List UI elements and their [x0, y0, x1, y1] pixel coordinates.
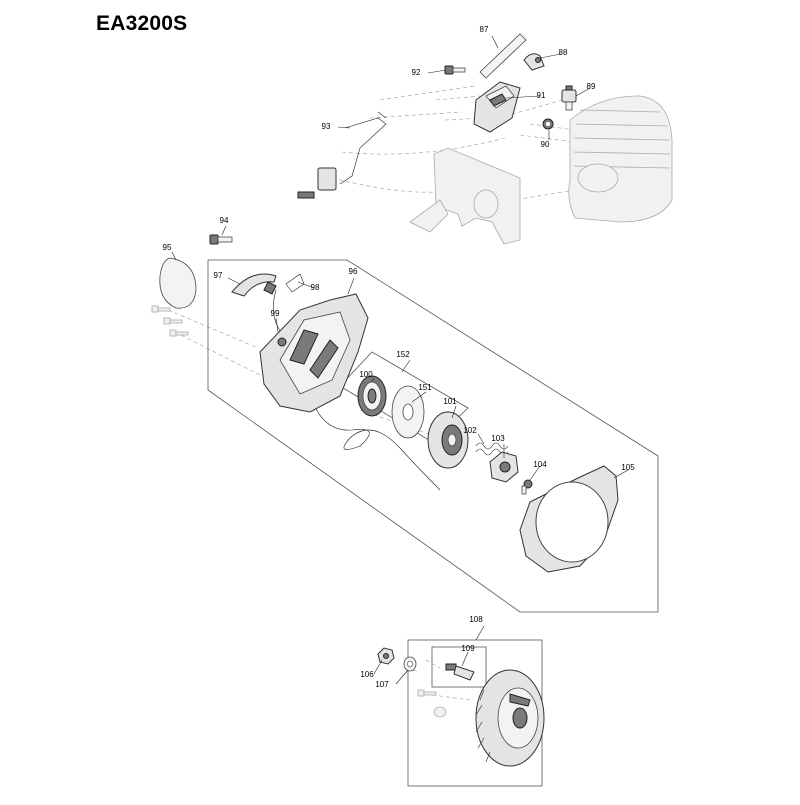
spring-plate [391, 385, 425, 439]
part-label-107: 107 [375, 680, 389, 689]
callout-labels: 87 88 89 90 91 92 93 94 95 96 97 98 99 100 101 102 103 10… [163, 25, 636, 689]
leader-line-101 [451, 405, 457, 419]
part-label-98: 98 [311, 283, 320, 292]
cylinder [568, 95, 673, 223]
leader-line-87 [491, 35, 499, 49]
reel-cap [489, 451, 519, 483]
part-label-87: 87 [480, 25, 489, 34]
starter-housing [259, 293, 369, 413]
callout-leaders [171, 35, 629, 685]
part-label-108: 108 [469, 615, 483, 624]
part-label-99: 99 [271, 309, 280, 318]
leader-line-109 [461, 651, 469, 667]
leader-line-102 [477, 433, 485, 445]
leader-line-106 [373, 659, 383, 675]
part-label-106: 106 [360, 670, 374, 679]
leader-line-99 [275, 317, 279, 333]
leader-line-104 [529, 465, 541, 481]
recoil-starter-group-box [207, 259, 659, 613]
flywheel-nut [377, 647, 395, 665]
throttle-linkage [297, 111, 387, 199]
part-label-100: 100 [359, 370, 373, 379]
part-label-90: 90 [541, 140, 550, 149]
flywheel-key [445, 663, 475, 681]
part-label-105: 105 [621, 463, 635, 472]
part-label-89: 89 [587, 82, 596, 91]
part-label-94: 94 [220, 216, 229, 225]
leader-line-107 [395, 669, 409, 685]
bolt-94 [209, 234, 233, 245]
leader-line-97 [227, 277, 241, 285]
rope-reel [427, 411, 469, 469]
recoil-spring [357, 375, 387, 417]
leader-line-93 [337, 126, 351, 129]
leader-line-88 [539, 53, 562, 59]
leader-line-89 [575, 87, 591, 97]
leader-line-94 [221, 225, 227, 236]
leader-line-108 [475, 625, 485, 641]
support-bracket [433, 147, 521, 245]
tube [479, 33, 527, 79]
flywheel-key-box [431, 646, 487, 688]
leader-line-95 [171, 251, 177, 261]
lever [409, 199, 449, 233]
part-label-151: 151 [418, 383, 432, 392]
model-title: EA3200S [96, 12, 188, 35]
leader-line-98 [297, 281, 315, 289]
leader-line-151 [411, 391, 427, 403]
bolt-92 [444, 65, 466, 75]
part-label-104: 104 [533, 460, 547, 469]
leader-line-91 [505, 95, 541, 99]
part-label-93: 93 [322, 122, 331, 131]
part-label-91: 91 [537, 91, 546, 100]
gasket [159, 257, 197, 309]
screw-104 [521, 479, 533, 495]
fan-cover [519, 465, 619, 573]
flywheel-washer [403, 656, 417, 672]
starter-handle [231, 273, 277, 297]
flywheel [475, 669, 545, 767]
part-label-103: 103 [491, 434, 505, 443]
part-label-102: 102 [463, 426, 477, 435]
clip-88 [523, 53, 545, 71]
leader-line-100 [371, 377, 375, 383]
flywheel-bolt [417, 689, 447, 718]
leader-line-92 [427, 69, 447, 74]
part-label-95: 95 [163, 243, 172, 252]
part-label-96: 96 [349, 267, 358, 276]
leader-line-152 [401, 359, 411, 373]
screws [151, 305, 189, 337]
nut-90 [542, 118, 554, 130]
part-label-109: 109 [461, 644, 475, 653]
leader-line-105 [613, 469, 629, 479]
part-label-88: 88 [559, 48, 568, 57]
part-label-152: 152 [396, 350, 410, 359]
part-label-97: 97 [214, 271, 223, 280]
part-label-101: 101 [443, 397, 457, 406]
leader-line-96 [347, 277, 355, 295]
ignition-coil [473, 81, 521, 133]
spark-plug [561, 85, 577, 111]
part-label-92: 92 [412, 68, 421, 77]
